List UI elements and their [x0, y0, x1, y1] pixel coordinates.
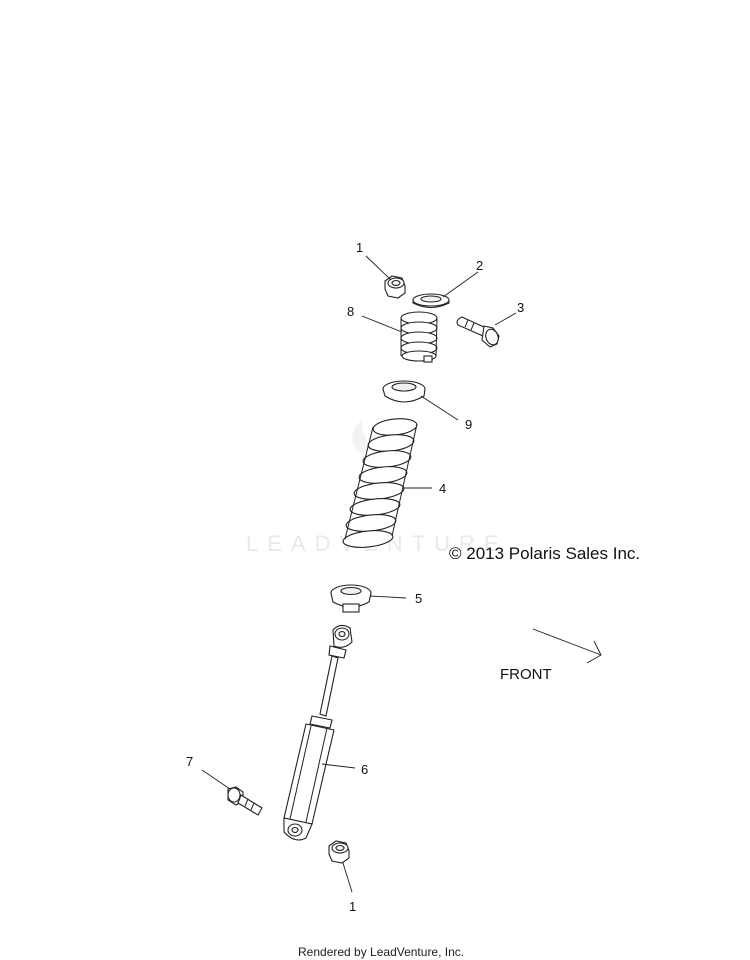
part-5-lower-seat[interactable] [330, 584, 372, 613]
callout-1-bottom: 1 [349, 899, 356, 914]
part-3-bolt[interactable] [456, 316, 500, 348]
front-label: FRONT [500, 666, 552, 683]
callout-8: 8 [347, 304, 354, 319]
leader-8 [361, 315, 403, 333]
callout-9: 9 [465, 417, 472, 432]
leader-2 [442, 271, 479, 298]
callout-3: 3 [517, 300, 524, 315]
part-1-bottom-nut[interactable] [328, 840, 350, 864]
front-arrow-icon [532, 628, 602, 664]
leader-5 [369, 595, 407, 599]
callout-1-top: 1 [356, 240, 363, 255]
part-1-top-nut[interactable] [384, 275, 406, 299]
leader-9 [420, 395, 459, 421]
copyright-text: © 2013 Polaris Sales Inc. [449, 544, 640, 563]
part-8-small-spring[interactable] [400, 311, 438, 363]
callout-2: 2 [476, 258, 483, 273]
callout-4: 4 [439, 481, 446, 496]
footer-text: Rendered by LeadVenture, Inc. [298, 945, 464, 959]
leader-7 [201, 769, 231, 790]
watermark-logo [352, 420, 367, 452]
part-2-retainer[interactable] [412, 293, 450, 308]
callout-6: 6 [361, 762, 368, 777]
part-9-spring-seat[interactable] [382, 380, 426, 403]
callout-7: 7 [186, 754, 193, 769]
part-7-bolt[interactable] [227, 786, 263, 816]
part-6-shock-absorber[interactable] [283, 624, 353, 841]
leader-1-top [365, 255, 392, 281]
leader-1-bottom [342, 862, 353, 893]
leader-6 [321, 763, 356, 769]
part-4-main-spring[interactable] [342, 417, 418, 550]
callout-5: 5 [415, 591, 422, 606]
leader-3 [494, 312, 517, 326]
